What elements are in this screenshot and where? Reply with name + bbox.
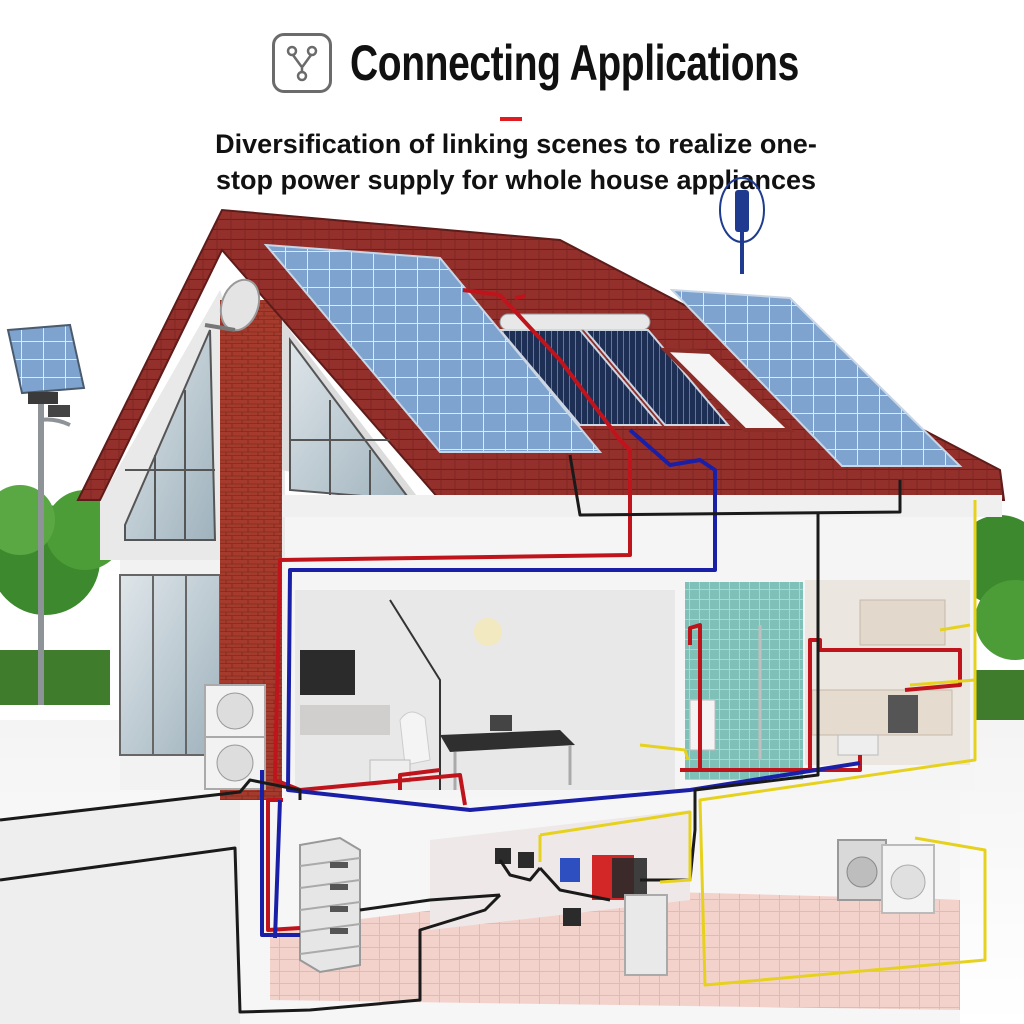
hot-water-pipes <box>266 288 962 932</box>
pv-array-left <box>263 243 603 453</box>
solar-street-light <box>6 323 86 705</box>
upper-cabinets <box>859 599 946 646</box>
fork-connection-glyph <box>286 45 318 82</box>
subtitle-line-1: Diversification of linking scenes to rea… <box>215 129 817 159</box>
ac-circuit-wiring <box>538 500 987 987</box>
laptop <box>490 715 512 731</box>
page-title: Connecting Applications <box>350 35 799 91</box>
wind-turbine <box>719 177 765 274</box>
gable-window <box>124 329 217 541</box>
washing-machines <box>837 839 935 914</box>
header: Connecting Applications Diversification … <box>0 0 1024 200</box>
kitchen-counter <box>811 689 953 736</box>
office-chair <box>399 711 431 766</box>
inverter-and-meters <box>495 848 668 976</box>
sofa <box>300 705 390 735</box>
wall-tv <box>300 650 355 695</box>
pv-array-right <box>669 288 963 467</box>
desk <box>440 730 575 752</box>
page-subtitle: Diversification of linking scenes to rea… <box>186 126 846 198</box>
cold-water-pipes <box>260 428 861 939</box>
solar-water-heater <box>497 313 731 426</box>
satellite-dish <box>204 278 261 332</box>
skylight <box>659 347 795 432</box>
ground-section-left <box>0 792 240 1024</box>
towel-radiator <box>689 699 716 751</box>
battery-stack <box>299 836 361 974</box>
ceiling-lamp <box>474 618 502 646</box>
radiator-kitchen <box>837 734 879 756</box>
ground-floor-glass-door <box>119 574 221 756</box>
title-accent-rule <box>500 117 522 121</box>
oven <box>888 695 918 733</box>
fork-connection-icon <box>272 33 332 93</box>
subtitle-line-2: stop power supply for whole house applia… <box>215 165 817 195</box>
staircase <box>389 599 441 790</box>
heat-pump-units <box>204 684 266 790</box>
